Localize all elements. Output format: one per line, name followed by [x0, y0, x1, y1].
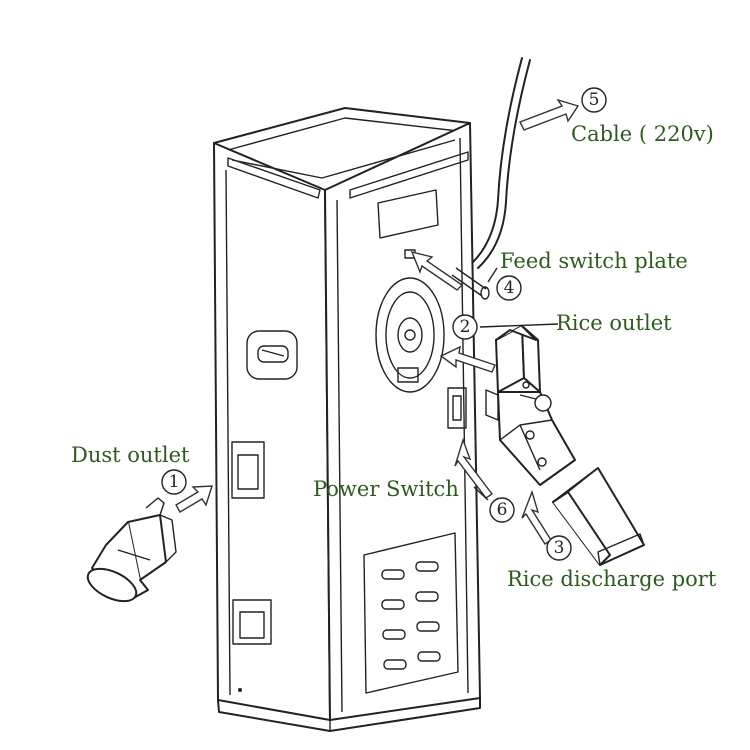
label-dust-outlet: Dust outlet — [71, 443, 190, 467]
rice-outlet-plate — [375, 277, 445, 393]
vent-slots — [381, 561, 441, 670]
callout-1: 1 — [161, 469, 187, 495]
label-rice-outlet: Rice outlet — [556, 311, 672, 335]
arrow-discharge-port — [521, 489, 552, 545]
rice-discharge-tray — [552, 467, 645, 566]
lower-opening — [232, 599, 272, 645]
callout-3-number: 3 — [554, 538, 565, 558]
feed-switch-rod — [451, 267, 490, 300]
label-rice-discharge-port: Rice discharge port — [507, 567, 717, 591]
arrow-dust-outlet — [175, 485, 213, 513]
left-handle — [246, 330, 298, 380]
rice-outlet-hub — [397, 317, 423, 353]
callout-2: 2 — [452, 314, 478, 340]
dust-outlet-inner — [237, 454, 259, 490]
left-face-details — [231, 330, 298, 692]
rice-outlet-tab — [397, 367, 419, 383]
vent-panel — [363, 532, 459, 694]
power-switch-rocker — [452, 395, 462, 421]
callout-4-number: 4 — [504, 278, 515, 298]
callout-1-number: 1 — [169, 472, 180, 492]
arrow-power-switch — [454, 437, 494, 499]
top-window — [377, 189, 439, 239]
callout-5-number: 5 — [589, 90, 600, 110]
arrow-feed-switch — [410, 250, 464, 291]
left-screw — [238, 688, 242, 692]
right-face-details — [363, 189, 467, 694]
dust-outlet-duct — [86, 497, 177, 603]
leader-lines — [473, 267, 559, 501]
callout-6-number: 6 — [497, 500, 508, 520]
callout-2-number: 2 — [460, 317, 471, 337]
dust-outlet-opening — [231, 441, 265, 499]
arrow-cable — [519, 98, 580, 131]
label-cable: Cable ( 220v) — [571, 122, 714, 146]
callout-6: 6 — [489, 497, 515, 523]
callout-4: 4 — [496, 275, 522, 301]
rice-outlet-center — [404, 329, 416, 341]
power-cable — [472, 57, 531, 269]
label-feed-switch-plate: Feed switch plate — [500, 249, 688, 273]
arrows — [175, 98, 580, 545]
left-handle-grip — [257, 345, 289, 363]
rice-outlet-bracket — [485, 325, 576, 486]
callout-3: 3 — [546, 535, 572, 561]
rice-outlet-plate-inner — [385, 291, 435, 379]
label-power-switch: Power Switch — [313, 477, 459, 501]
callout-5: 5 — [581, 87, 607, 113]
lower-opening-inner — [239, 611, 265, 639]
arrow-rice-outlet — [439, 345, 496, 373]
power-switch — [447, 387, 467, 429]
